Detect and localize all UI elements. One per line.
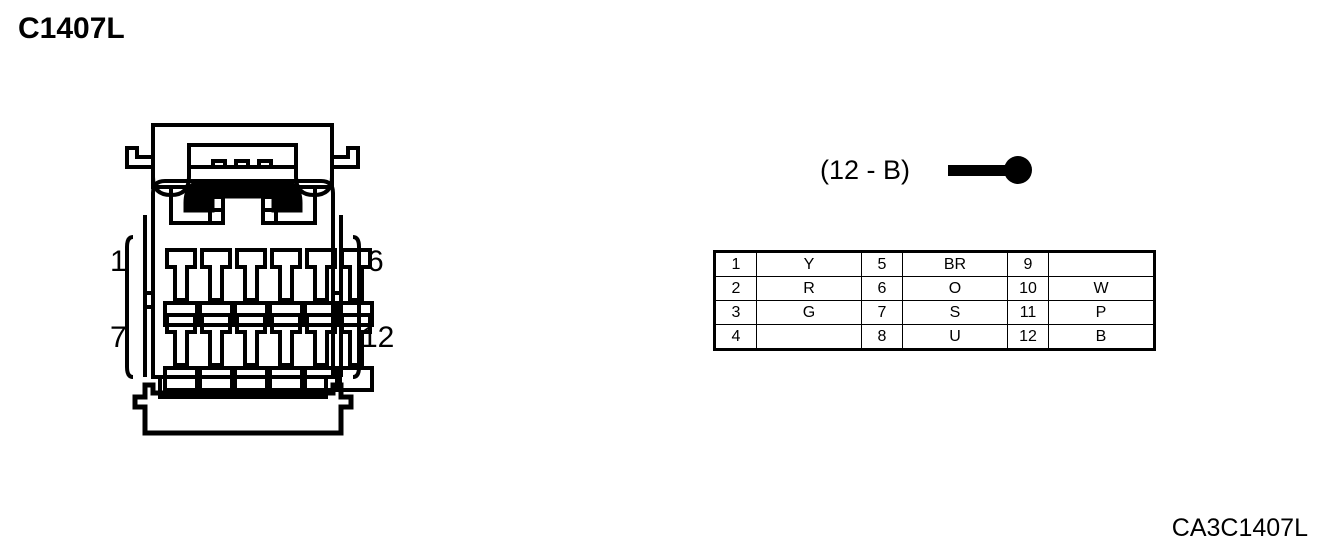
wire-color-cell: S [902, 300, 1008, 325]
connector-post-right [261, 195, 278, 225]
connector-inner-panel [187, 143, 298, 169]
wire-color-cell: G [756, 300, 862, 325]
pin-cavity-11 [305, 313, 337, 367]
wire-color-cell: Y [756, 251, 862, 277]
pin-number-cell: 9 [1007, 251, 1049, 277]
connector-lower-skirt [158, 375, 328, 399]
pin-cavity-3 [235, 248, 267, 302]
pin-terminal-head [1004, 156, 1033, 184]
pin-number-cell: 12 [1007, 324, 1049, 350]
connector-corner-label-7: 7 [110, 321, 127, 354]
pin-number-cell: 11 [1007, 300, 1049, 325]
figure-reference-code: CA3C1407L [1171, 514, 1308, 542]
pin-box-11 [303, 366, 339, 392]
wire-color-cell [756, 324, 862, 350]
wire-color-cell: R [756, 276, 862, 301]
connector-corner-label-6: 6 [367, 245, 384, 278]
wire-color-cell: BR [902, 251, 1008, 277]
pin-cavity-5 [305, 248, 337, 302]
pin-box-7 [163, 366, 199, 392]
table-row: 4 8 U 12 B [714, 324, 1155, 350]
pin-number-cell: 3 [714, 300, 757, 325]
pinout-table-body: 1 Y 5 BR 9 2 R 6 O 10 W 3 G 7 S 11 P 4 8… [714, 251, 1155, 350]
pin-cavity-9 [235, 313, 267, 367]
page-title: C1407L [18, 12, 125, 45]
pin-number-cell: 10 [1007, 276, 1049, 301]
connector-drawing-svg [125, 123, 374, 436]
pin-cavity-2 [200, 248, 232, 302]
pin-box-10 [268, 366, 304, 392]
connector-notch-3 [257, 159, 273, 167]
pin-cavity-10 [270, 313, 302, 367]
connector-side-rail-left-outer [125, 235, 134, 379]
pin-box-8 [198, 366, 234, 392]
pin-cavity-12 [340, 313, 372, 367]
pin-cavity-1 [165, 248, 197, 302]
wire-color-cell: W [1048, 276, 1155, 301]
pin-box-9 [233, 366, 269, 392]
connector-post-left [208, 195, 225, 225]
table-row: 3 G 7 S 11 P [714, 300, 1155, 325]
wire-color-cell: P [1048, 300, 1155, 325]
connector-key-label: (12 - B) [820, 155, 911, 185]
connector-corner-label-12: 12 [361, 321, 395, 354]
connector-diagram [105, 115, 415, 440]
connector-main-body [151, 179, 335, 379]
pinout-table: 1 Y 5 BR 9 2 R 6 O 10 W 3 G 7 S 11 P 4 8… [713, 250, 1156, 351]
wire-color-cell: B [1048, 324, 1155, 350]
wire-color-cell: O [902, 276, 1008, 301]
table-row: 2 R 6 O 10 W [714, 276, 1155, 301]
pin-number-cell: 2 [714, 276, 757, 301]
pin-number-cell: 5 [861, 251, 903, 277]
pin-terminal-icon [948, 156, 1033, 184]
pin-number-cell: 6 [861, 276, 903, 301]
pin-cavity-8 [200, 313, 232, 367]
wire-color-cell [1048, 251, 1155, 277]
wire-color-cell: U [902, 324, 1008, 350]
pin-cavity-7 [165, 313, 197, 367]
pin-box-12 [338, 366, 374, 392]
pin-number-cell: 8 [861, 324, 903, 350]
connector-base-plate [132, 382, 354, 436]
pin-number-cell: 7 [861, 300, 903, 325]
table-row: 1 Y 5 BR 9 [714, 251, 1155, 277]
connector-notch-2 [234, 159, 250, 167]
connector-top-shell [125, 123, 360, 189]
pin-cavity-4 [270, 248, 302, 302]
connector-outline-group [125, 123, 374, 436]
connector-key: (12 - B) [820, 155, 1038, 185]
pin-number-cell: 1 [714, 251, 757, 277]
connector-notch-1 [211, 159, 227, 167]
connector-corner-label-1: 1 [110, 245, 127, 278]
connector-side-latch-left [143, 291, 155, 309]
pin-cavity-6 [340, 248, 372, 302]
pin-number-cell: 4 [714, 324, 757, 350]
pin-terminal-bar [948, 165, 1011, 176]
connector-side-rail-right-outer [352, 235, 361, 379]
